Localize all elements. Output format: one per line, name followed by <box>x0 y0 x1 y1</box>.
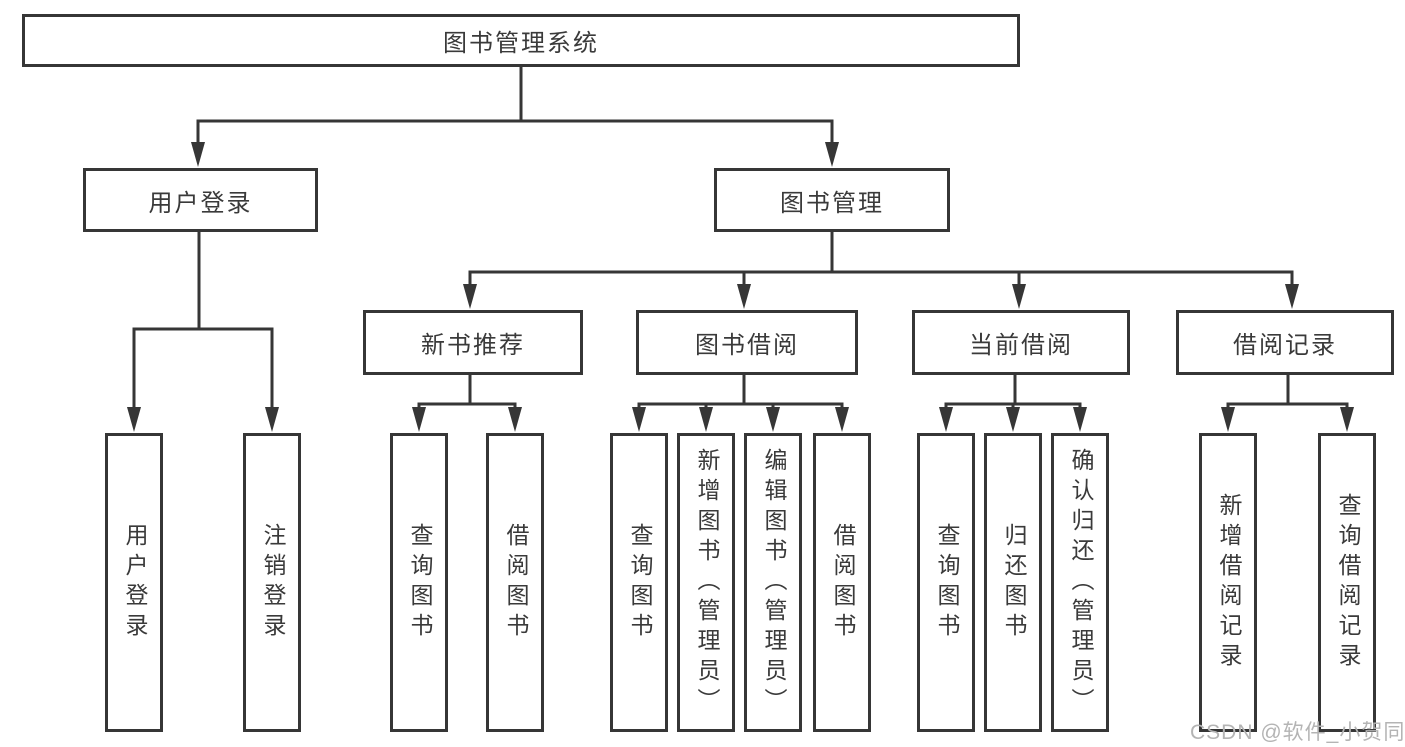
leaf-label: 查询图书 <box>626 522 653 643</box>
leaf-label: 确认归还（管理员） <box>1067 447 1094 718</box>
node-borrow-records: 借阅记录 <box>1176 310 1394 375</box>
leaf-confirm-return-admin: 确认归还（管理员） <box>1051 433 1109 732</box>
node-label: 用户登录 <box>148 189 253 217</box>
leaf-label: 注销登录 <box>259 522 286 643</box>
watermark: CSDN @软件_小贺同学 <box>1190 721 1405 744</box>
leaf-query-books-borrow: 查询图书 <box>610 433 668 732</box>
node-label: 图书借阅 <box>695 332 799 359</box>
leaf-user-login: 用户登录 <box>105 433 163 732</box>
leaf-borrow-books-recommend: 借阅图书 <box>486 433 544 732</box>
leaf-label: 归还图书 <box>1000 522 1027 643</box>
node-label: 图书管理 <box>780 189 884 217</box>
node-label: 借阅记录 <box>1233 332 1337 359</box>
leaf-label: 借阅图书 <box>829 522 856 643</box>
leaf-label: 用户登录 <box>121 522 148 643</box>
leaf-label: 新增借阅记录 <box>1215 492 1242 673</box>
node-book-management: 图书管理 <box>714 168 950 232</box>
node-label: 当前借阅 <box>969 332 1073 359</box>
node-label: 新书推荐 <box>421 332 525 359</box>
leaf-borrow-books: 借阅图书 <box>813 433 871 732</box>
leaf-add-borrow-record: 新增借阅记录 <box>1199 433 1257 732</box>
node-root: 图书管理系统 <box>22 14 1020 67</box>
leaf-query-books-current: 查询图书 <box>917 433 975 732</box>
leaf-label: 新增图书（管理员） <box>693 447 720 718</box>
leaf-query-borrow-record: 查询借阅记录 <box>1318 433 1376 732</box>
leaf-add-book-admin: 新增图书（管理员） <box>677 433 735 732</box>
leaf-query-books-recommend: 查询图书 <box>390 433 448 732</box>
node-book-borrow: 图书借阅 <box>636 310 858 375</box>
leaf-edit-book-admin: 编辑图书（管理员） <box>744 433 802 732</box>
leaf-logout: 注销登录 <box>243 433 301 732</box>
leaf-label: 编辑图书（管理员） <box>760 447 787 718</box>
node-current-borrow: 当前借阅 <box>912 310 1130 375</box>
leaf-return-book: 归还图书 <box>984 433 1042 732</box>
node-user-login: 用户登录 <box>83 168 318 232</box>
leaf-label: 借阅图书 <box>502 522 529 643</box>
node-label: 图书管理系统 <box>443 30 599 57</box>
node-new-book-recommend: 新书推荐 <box>363 310 583 375</box>
leaf-label: 查询图书 <box>406 522 433 643</box>
leaf-label: 查询借阅记录 <box>1334 492 1361 673</box>
leaf-label: 查询图书 <box>933 522 960 643</box>
